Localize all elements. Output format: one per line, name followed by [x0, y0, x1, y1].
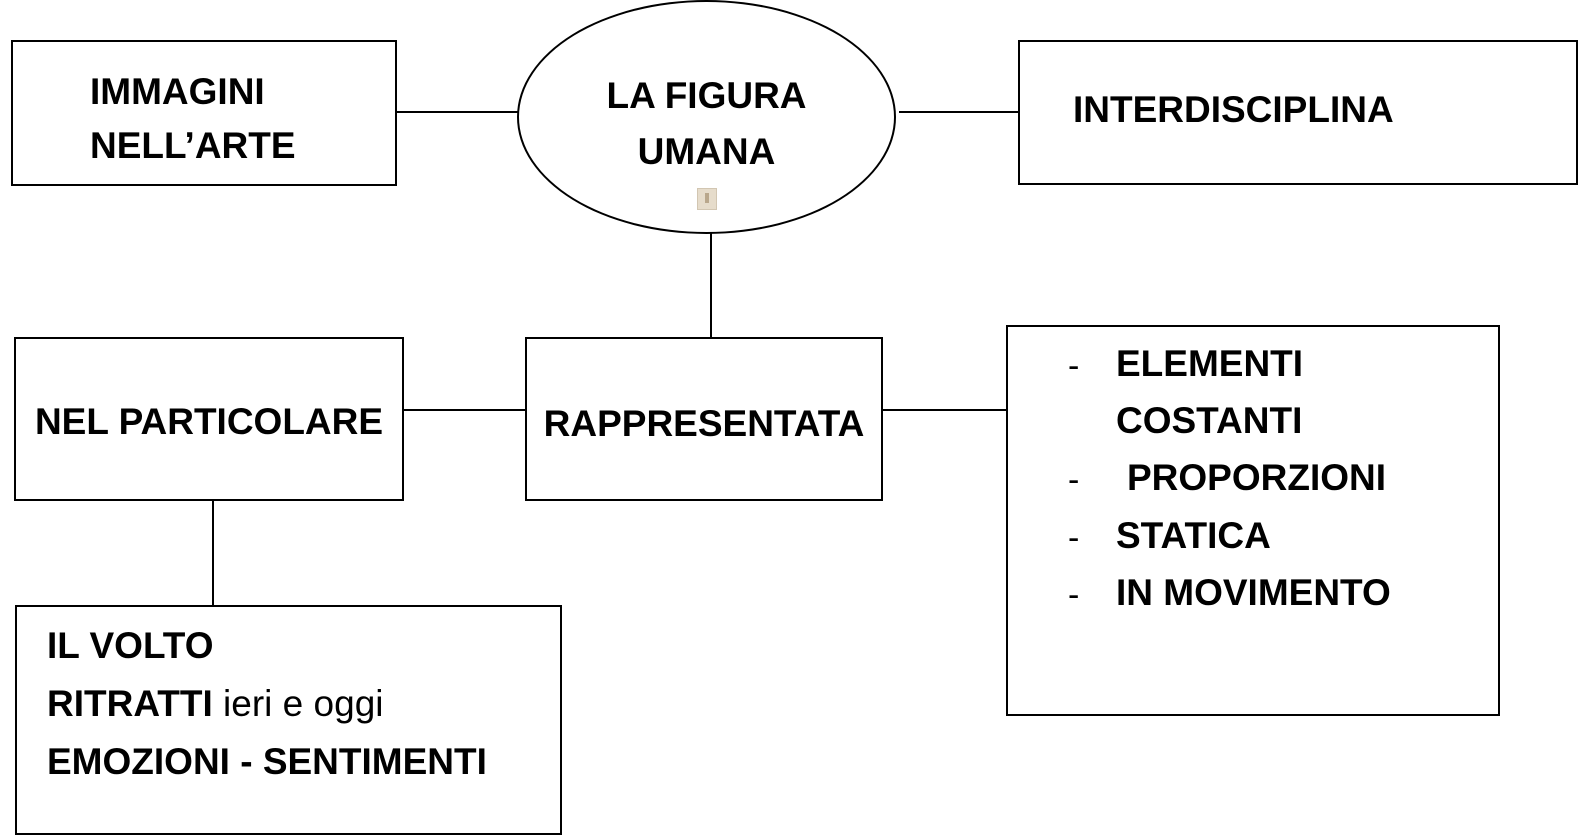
node-title-line1: LA FIGURA — [606, 75, 807, 116]
ritratti-label: RITRATTI — [47, 683, 213, 724]
list-bullet-2: - — [1068, 461, 1080, 499]
node-rappresentata-label: RAPPRESENTATA — [543, 403, 865, 444]
list-item-statica: STATICA — [1116, 515, 1271, 556]
list-bullet-1: - — [1068, 347, 1080, 385]
node-rappresentata — [525, 337, 883, 501]
list-bullet-3: - — [1068, 519, 1080, 557]
node-il-volto-line2: RITRATTI ieri e oggi — [47, 676, 384, 732]
node-immagini-line2: NELL’ARTE — [90, 125, 296, 166]
list-item-proporzioni: PROPORZIONI — [1127, 457, 1387, 498]
node-nel-particolare — [14, 337, 404, 501]
node-immagini-line1: IMMAGINI — [90, 71, 265, 112]
node-il-volto-line3: EMOZIONI - SENTIMENTI — [47, 741, 487, 782]
ieri-e-oggi-text: ieri e oggi — [212, 683, 384, 724]
node-elementi-list — [1006, 325, 1500, 716]
node-il-volto — [15, 605, 562, 835]
node-title-line2: UMANA — [637, 131, 776, 172]
list-bullet-4: - — [1068, 576, 1080, 614]
node-immagini-nell-arte — [11, 40, 397, 186]
list-item-elementi-line2: COSTANTI — [1116, 400, 1303, 441]
node-il-volto-line1: IL VOLTO — [47, 625, 214, 666]
node-interdisciplina-label: INTERDISCIPLINA — [1073, 89, 1394, 130]
node-nel-particolare-label: NEL PARTICOLARE — [34, 401, 384, 442]
list-item-in-movimento: IN MOVIMENTO — [1116, 572, 1391, 613]
vitruvian-man-thumbnail-icon — [697, 188, 717, 210]
node-interdisciplina — [1018, 40, 1578, 185]
list-item-elementi-line1: ELEMENTI — [1116, 343, 1304, 384]
